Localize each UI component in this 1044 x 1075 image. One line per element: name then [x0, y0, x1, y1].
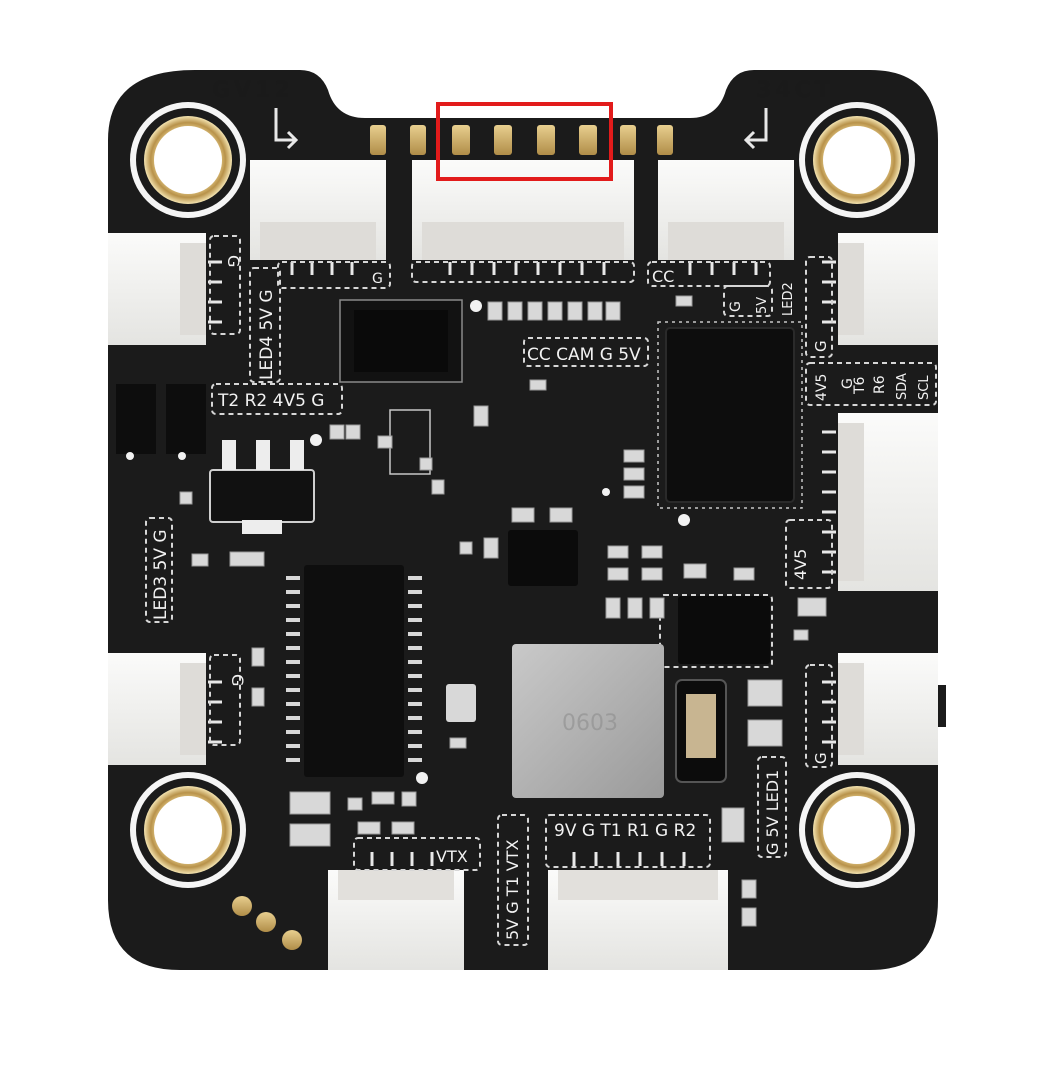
arrow-down-left-icon — [743, 108, 768, 150]
label-cc: CC — [652, 267, 674, 286]
arrow-down-right-icon — [274, 108, 299, 150]
capacitor-white — [446, 684, 476, 722]
side-connector-pins — [208, 260, 836, 866]
label-gps-4v5: 4V5 — [791, 549, 810, 580]
label-g-under-plug: G — [372, 271, 383, 287]
label-vtx-pins: 5V G T1 VTX — [503, 840, 522, 940]
label-led3: LED3 5V G — [151, 529, 171, 620]
inductor-mark: 0603 — [562, 711, 618, 736]
voltage-regulator — [209, 440, 315, 534]
bottom-left-pads — [232, 896, 302, 950]
connector-top-left — [250, 160, 386, 260]
label-i2c-scl: SCL — [917, 375, 932, 400]
connector-bottom-left — [328, 870, 464, 970]
mounting-hole-bottom-right — [799, 772, 915, 888]
ic-small-center — [508, 530, 578, 586]
label-g-right-bot: G — [812, 752, 830, 764]
ic-small-right — [678, 596, 770, 664]
mounting-hole-bottom-left — [130, 772, 246, 888]
label-led1: G 5V LED1 — [763, 770, 782, 855]
connector-top-center — [412, 160, 634, 260]
label-i2c-r6: R6 — [872, 375, 888, 394]
ic-tssop — [286, 565, 422, 777]
label-i2c-g: G — [840, 378, 856, 389]
silkscreen-outlines — [145, 235, 937, 946]
label-i2c-t6: T6 — [852, 376, 868, 395]
inductor: 0603 — [512, 644, 664, 798]
label-g-right-top: G — [812, 340, 830, 352]
connector-top-right — [658, 160, 794, 260]
connector-right-top — [838, 233, 938, 345]
fiducials — [126, 300, 690, 784]
connector-bottom-right — [548, 870, 728, 970]
label-vtx: VTX — [436, 847, 468, 866]
tantalum-capacitor — [675, 679, 727, 783]
mcu-chip — [657, 321, 803, 509]
connector-left-top — [108, 233, 206, 345]
label-g-left-mid: G — [228, 674, 247, 686]
top-connector-pins — [290, 262, 758, 275]
label-cam: CC CAM G 5V — [527, 345, 641, 365]
label-led4: LED4 5V G — [257, 289, 277, 380]
label-g-left-top: G — [224, 255, 243, 267]
mosfet-left-2 — [166, 384, 206, 454]
highlight-box — [436, 102, 613, 181]
label-rx: 9V G T1 R1 G R2 — [554, 821, 696, 841]
connector-right-bottom — [838, 653, 946, 765]
mounting-hole-top-left — [130, 102, 246, 218]
label-uart2: T2 R2 4V5 G — [217, 391, 324, 411]
mounting-hole-top-right — [799, 102, 915, 218]
label-led2-5v: 5V — [755, 297, 770, 314]
corner-label-top-left: GV12 — [212, 78, 294, 103]
label-led2: LED2 — [781, 282, 796, 316]
label-i2c-4v5: 4V5 — [814, 374, 830, 401]
connector-left-bottom — [108, 653, 206, 765]
sensor-chip — [339, 299, 463, 383]
top-gold-pads — [370, 125, 673, 155]
label-i2c-sda: SDA — [895, 373, 910, 400]
smd-components — [179, 295, 827, 927]
corner-label-top-right: 34CT — [756, 78, 834, 103]
mosfet-left-1 — [116, 384, 156, 454]
connector-right-middle — [838, 413, 938, 591]
label-led2-g: G — [728, 301, 744, 312]
